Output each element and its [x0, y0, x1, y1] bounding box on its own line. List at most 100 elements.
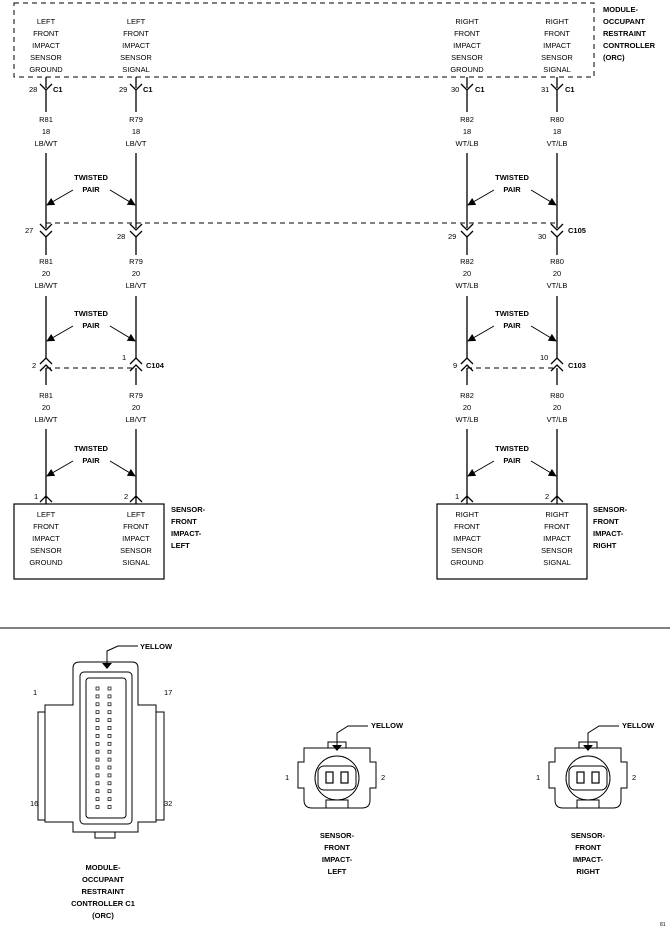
left-view-pin-label: 1 — [285, 773, 289, 782]
twisted-arrow — [530, 460, 557, 477]
sensor-front-impact-right: RIGHT FRONT IMPACT SENSOR GROUND RIGHT F… — [436, 503, 628, 580]
c105-pin: 28 — [117, 232, 125, 241]
orc-pin-cavity-hole — [107, 773, 112, 778]
sensor-pin-symbols — [39, 495, 564, 504]
sensor-left-col: SENSOR — [120, 546, 152, 555]
orc-pin-cavity-hole — [95, 694, 100, 699]
left-pin-2 — [340, 771, 349, 784]
left-top-tab — [327, 741, 347, 749]
sensor-left-name: SENSOR- — [171, 505, 206, 514]
twisted-label: PAIR — [503, 185, 521, 194]
orc-pin-cavity-hole — [107, 741, 112, 746]
orc-bottom-tab — [94, 831, 116, 839]
wire-gauge: 20 — [42, 403, 50, 412]
module-col-label: FRONT — [123, 29, 149, 38]
sensor-right-col: RIGHT — [545, 510, 569, 519]
twisted-label: TWISTED — [74, 309, 108, 318]
twisted-arrow — [467, 325, 495, 342]
sensor-right-col: RIGHT — [455, 510, 479, 519]
orc-pin-cavity-hole — [107, 686, 112, 691]
module-col-label: IMPACT — [543, 41, 571, 50]
twisted-label: TWISTED — [74, 173, 108, 182]
left-view-name-line: FRONT — [324, 843, 350, 852]
twisted-pair-right-3: TWISTED PAIR — [467, 444, 557, 477]
twisted-pair-left-2: TWISTED PAIR — [46, 309, 136, 342]
module-col-label: IMPACT — [122, 41, 150, 50]
wire-gauge: 20 — [463, 269, 471, 278]
wire-gauge: 20 — [553, 403, 561, 412]
twisted-pair-callouts: TWISTED PAIR TWISTED PAIR TWISTED PAIR T… — [46, 173, 557, 477]
wire-gauge: 18 — [42, 127, 50, 136]
twisted-pair-left-3: TWISTED PAIR — [46, 444, 136, 477]
module-orc-columns: LEFT FRONT IMPACT SENSOR GROUND LEFT FRO… — [29, 17, 573, 74]
right-view-name-line: RIGHT — [576, 867, 600, 876]
orc-pin-label: 17 — [164, 688, 172, 697]
twisted-label: TWISTED — [495, 444, 529, 453]
wire-color: LB/VT — [126, 415, 147, 424]
module-orc-box — [13, 2, 595, 78]
right-sensor-connector-view: YELLOW 1 2 SENSOR- FRONT IMPACT- RIGHT — [536, 721, 655, 876]
orc-pin-cavity-hole — [107, 765, 112, 770]
orc-pin-cavity-hole — [95, 805, 100, 809]
right-view-name-line: FRONT — [575, 843, 601, 852]
orc-view-name-line: CONTROLLER C1 — [71, 899, 135, 908]
wire-r79 — [129, 77, 143, 496]
wire-circuit: R80 — [550, 391, 564, 400]
c105-pin: 29 — [448, 232, 456, 241]
wire-color: WT/LB — [456, 281, 479, 290]
sensor-right-col: SIGNAL — [543, 558, 571, 567]
sensor-left-name: IMPACT- — [171, 529, 202, 538]
orc-pin-cavity-hole — [107, 694, 112, 699]
c103-pin: 10 — [540, 353, 548, 362]
orc-pin-cavity-hole — [95, 702, 100, 707]
wire-gauge: 18 — [132, 127, 140, 136]
orc-pin-label: 16 — [30, 799, 38, 808]
module-col-label: IMPACT — [453, 41, 481, 50]
wire-gauge: 20 — [553, 269, 561, 278]
orc-pin-cavity-hole — [107, 718, 112, 722]
module-col-label: SIGNAL — [543, 65, 571, 74]
connector-c104: 2 1 C104 — [32, 353, 165, 372]
module-name-line: CONTROLLER — [603, 41, 656, 50]
module-name-line: OCCUPANT — [603, 17, 645, 26]
module-col-label: SENSOR — [120, 53, 152, 62]
sensor-left-box — [13, 503, 165, 580]
sensor-front-impact-left: LEFT FRONT IMPACT SENSOR GROUND LEFT FRO… — [13, 503, 206, 580]
right-view-pin-label: 1 — [536, 773, 540, 782]
twisted-arrow — [109, 189, 136, 206]
wire-gauge: 18 — [463, 127, 471, 136]
orc-pin-label: 32 — [164, 799, 172, 808]
sensor-left-col: SIGNAL — [122, 558, 150, 567]
module-col-label: IMPACT — [32, 41, 60, 50]
wire-labels-seg1: R81 18 LB/WT R79 18 LB/VT R82 18 WT/LB R… — [35, 115, 568, 148]
module-orc-name: MODULE- OCCUPANT RESTRAINT CONTROLLER (O… — [603, 5, 656, 62]
wire-r82 — [460, 77, 474, 496]
wire-circuit: R79 — [129, 391, 143, 400]
left-view-name-line: IMPACT- — [322, 855, 353, 864]
module-col-label: FRONT — [33, 29, 59, 38]
twisted-label: PAIR — [82, 185, 100, 194]
sensor-left-col: IMPACT — [122, 534, 150, 543]
orc-view-name: MODULE- OCCUPANT RESTRAINT CONTROLLER C1… — [71, 863, 135, 920]
module-col-label: SENSOR — [30, 53, 62, 62]
orc-pin-cavity-hole — [107, 789, 112, 794]
wire-color: VT/LB — [547, 281, 568, 290]
left-view-name-line: LEFT — [328, 867, 347, 876]
sensor-right-col: IMPACT — [453, 534, 481, 543]
c104-pin: 1 — [122, 353, 126, 362]
wire-gauge: 20 — [463, 403, 471, 412]
right-view-name-line: IMPACT- — [573, 855, 604, 864]
right-pin-1 — [576, 771, 585, 784]
module-name-line: MODULE- — [603, 5, 638, 14]
wire-lines — [39, 77, 564, 496]
orc-color-leader — [106, 645, 138, 663]
orc-pin-cavity-hole — [95, 718, 100, 722]
twisted-label: PAIR — [82, 456, 100, 465]
twisted-label: PAIR — [82, 321, 100, 330]
orc-pin-cavity-hole — [95, 765, 100, 770]
twisted-label: TWISTED — [495, 173, 529, 182]
twisted-arrow — [46, 460, 74, 477]
twisted-label: TWISTED — [74, 444, 108, 453]
right-bottom-tab — [576, 799, 600, 809]
left-bottom-tab — [325, 799, 349, 809]
